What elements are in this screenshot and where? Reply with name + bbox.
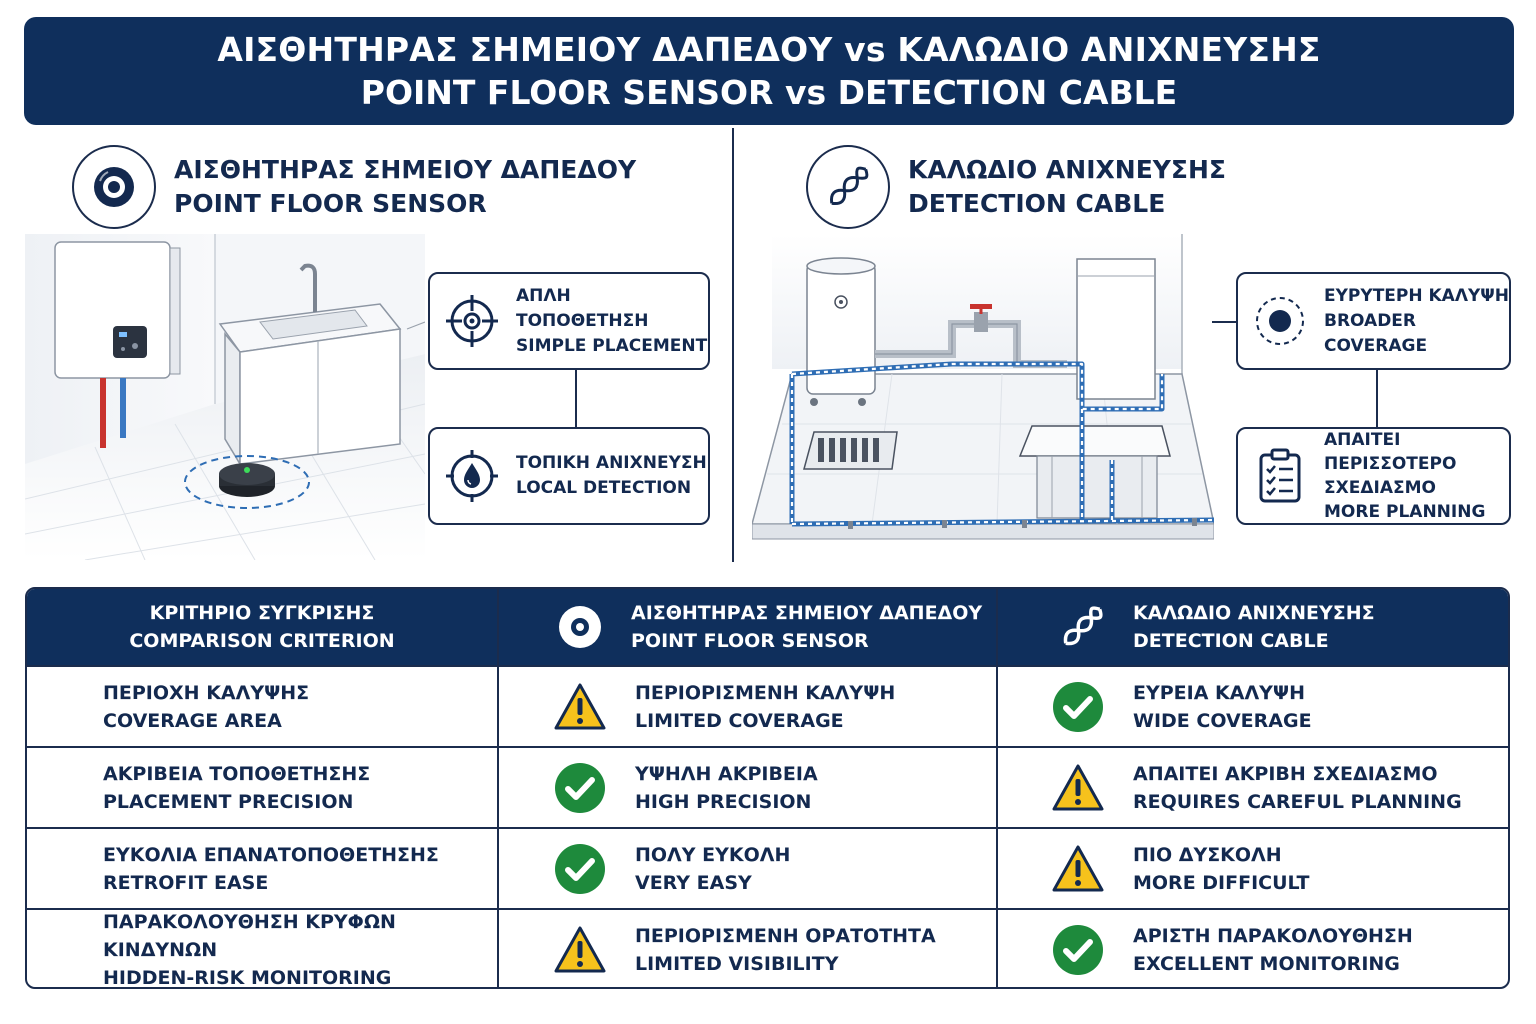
water-drop-target-icon bbox=[442, 446, 502, 506]
right-section-header: ΚΑΛΩΔΙΟ ΑΝΙΧΝΕΥΣΗΣ DETECTION CABLE bbox=[806, 145, 1226, 229]
callout-more-planning-en: MORE PLANNING bbox=[1324, 502, 1486, 522]
sensor-disc-icon bbox=[559, 606, 601, 648]
criterion-cell: ΠΑΡΑΚΟΛΟΥΘΗΣΗ ΚΡΥΦΩΝ ΚΙΝΔΥΝΩΝ HIDDEN-RIS… bbox=[103, 910, 493, 989]
clipboard-checklist-icon bbox=[1250, 446, 1310, 506]
cable-value-en: WIDE COVERAGE bbox=[1133, 709, 1312, 732]
sensor-value-en: VERY EASY bbox=[635, 871, 752, 894]
sensor-value-gr: ΠΕΡΙΟΡΙΣΜΕΝΗ ΟΡΑΤΟΤΗΤΑ bbox=[635, 924, 936, 947]
callout-simple-placement-en: SIMPLE PLACEMENT bbox=[516, 335, 708, 356]
callout-more-planning-gr2: ΣΧΕΔΙΑΣΜΟ bbox=[1324, 478, 1436, 498]
callout-local-detection-en: LOCAL DETECTION bbox=[516, 478, 692, 498]
table-row: ΠΕΡΙΟΧΗ ΚΑΛΥΨΗΣ COVERAGE AREA ΠΕΡΙΟΡΙΣΜΕ… bbox=[27, 665, 1508, 746]
header-cable: ΚΑΛΩΔΙΟ ΑΝΙΧΝΕΥΣΗΣ DETECTION CABLE bbox=[1057, 589, 1507, 665]
check-icon bbox=[1051, 923, 1105, 977]
callout-more-planning-gr: ΑΠΑΙΤΕΙ ΠΕΡΙΣΣΟΤΕΡΟ bbox=[1324, 430, 1457, 474]
warning-icon bbox=[1051, 761, 1105, 815]
warning-icon bbox=[553, 680, 607, 734]
banner-title-greek: ΑΙΣΘΗΤΗΡΑΣ ΣΗΜΕΙΟΥ ΔΑΠΕΔΟΥ vs ΚΑΛΩΔΙΟ ΑΝ… bbox=[217, 30, 1321, 69]
callout-simple-placement: ΑΠΛΗ ΤΟΠΟΘΕΤΗΣΗ SIMPLE PLACEMENT bbox=[428, 272, 710, 370]
sensor-value-gr: ΠΟΛΥ ΕΥΚΟΛΗ bbox=[635, 843, 791, 866]
left-section-header: ΑΙΣΘΗΤΗΡΑΣ ΣΗΜΕΙΟΥ ΔΑΠΕΔΟΥ POINT FLOOR S… bbox=[72, 145, 636, 229]
check-icon bbox=[553, 842, 607, 896]
cable-value-gr: ΑΠΑΙΤΕΙ ΑΚΡΙΒΗ ΣΧΕΔΙΑΣΜΟ bbox=[1133, 762, 1438, 785]
header-criterion-en: COMPARISON CRITERION bbox=[129, 630, 395, 652]
braided-cable-icon bbox=[806, 145, 890, 229]
cable-value-en: REQUIRES CAREFUL PLANNING bbox=[1133, 790, 1462, 813]
header-sensor-en: POINT FLOOR SENSOR bbox=[631, 630, 869, 652]
sensor-cell: ΥΨΗΛΗ ΑΚΡΙΒΕΙΑ HIGH PRECISION bbox=[553, 748, 993, 827]
banner-title-english: POINT FLOOR SENSOR vs DETECTION CABLE bbox=[360, 73, 1178, 112]
cable-value-gr: ΑΡΙΣΤΗ ΠΑΡΑΚΟΛΟΥΘΗΣΗ bbox=[1133, 924, 1413, 947]
comparison-table: ΚΡΙΤΗΡΙΟ ΣΥΓΚΡΙΣΗΣ COMPARISON CRITERION … bbox=[25, 587, 1510, 989]
check-icon bbox=[553, 761, 607, 815]
callout-connector-right-top bbox=[1212, 321, 1236, 323]
header-criterion-gr: ΚΡΙΤΗΡΙΟ ΣΥΓΚΡΙΣΗΣ bbox=[149, 602, 375, 624]
callout-broader-coverage-gr: ΕΥΡΥΤΕΡΗ ΚΑΛΥΨΗ bbox=[1324, 285, 1509, 306]
sensor-cell: ΠΕΡΙΟΡΙΣΜΕΝΗ ΚΑΛΥΨΗ LIMITED COVERAGE bbox=[553, 667, 993, 746]
column-divider-2 bbox=[996, 589, 998, 987]
cable-value-gr: ΕΥΡΕΙΑ ΚΑΛΥΨΗ bbox=[1133, 681, 1305, 704]
callout-broader-coverage: ΕΥΡΥΤΕΡΗ ΚΑΛΥΨΗ BROADER COVERAGE bbox=[1236, 272, 1511, 370]
sensor-cell: ΠΟΛΥ ΕΥΚΟΛΗ VERY EASY bbox=[553, 829, 993, 908]
table-header: ΚΡΙΤΗΡΙΟ ΣΥΓΚΡΙΣΗΣ COMPARISON CRITERION … bbox=[27, 589, 1508, 665]
criterion-gr: ΑΚΡΙΒΕΙΑ ΤΟΠΟΘΕΤΗΣΗΣ bbox=[103, 762, 371, 785]
header-sensor: ΑΙΣΘΗΤΗΡΑΣ ΣΗΜΕΙΟΥ ΔΑΠΕΔΟΥ POINT FLOOR S… bbox=[557, 589, 997, 665]
sensor-value-gr: ΥΨΗΛΗ ΑΚΡΙΒΕΙΑ bbox=[635, 762, 818, 785]
table-row: ΕΥΚΟΛΙΑ ΕΠΑΝΑΤΟΠΟΘΕΤΗΣΗΣ RETROFIT EASE Π… bbox=[27, 827, 1508, 908]
utility-room-cable-illustration bbox=[751, 234, 1215, 560]
cable-cell: ΑΠΑΙΤΕΙ ΑΚΡΙΒΗ ΣΧΕΔΙΑΣΜΟ REQUIRES CAREFU… bbox=[1051, 748, 1507, 827]
cable-value-en: EXCELLENT MONITORING bbox=[1133, 952, 1400, 975]
sensor-value-en: LIMITED VISIBILITY bbox=[635, 952, 839, 975]
column-divider-1 bbox=[497, 589, 499, 987]
sensor-value-gr: ΠΕΡΙΟΡΙΣΜΕΝΗ ΚΑΛΥΨΗ bbox=[635, 681, 896, 704]
criterion-cell: ΠΕΡΙΟΧΗ ΚΑΛΥΨΗΣ COVERAGE AREA bbox=[103, 667, 493, 746]
right-title-greek: ΚΑΛΩΔΙΟ ΑΝΙΧΝΕΥΣΗΣ bbox=[908, 155, 1226, 184]
sensor-cell: ΠΕΡΙΟΡΙΣΜΕΝΗ ΟΡΑΤΟΤΗΤΑ LIMITED VISIBILIT… bbox=[553, 910, 993, 987]
cable-cell: ΕΥΡΕΙΑ ΚΑΛΥΨΗ WIDE COVERAGE bbox=[1051, 667, 1507, 746]
header-cable-gr: ΚΑΛΩΔΙΟ ΑΝΙΧΝΕΥΣΗΣ bbox=[1133, 602, 1375, 624]
header-cable-en: DETECTION CABLE bbox=[1133, 630, 1329, 652]
title-banner: ΑΙΣΘΗΤΗΡΑΣ ΣΗΜΕΙΟΥ ΔΑΠΕΔΟΥ vs ΚΑΛΩΔΙΟ ΑΝ… bbox=[24, 17, 1514, 125]
criterion-gr: ΠΑΡΑΚΟΛΟΥΘΗΣΗ ΚΡΥΦΩΝ ΚΙΝΔΥΝΩΝ bbox=[103, 910, 396, 961]
callout-broader-coverage-en: BROADER COVERAGE bbox=[1324, 310, 1428, 356]
crosshair-icon bbox=[442, 291, 502, 351]
criterion-en: COVERAGE AREA bbox=[103, 709, 282, 732]
criterion-en: RETROFIT EASE bbox=[103, 871, 269, 894]
right-title-english: DETECTION CABLE bbox=[908, 189, 1166, 218]
criterion-gr: ΠΕΡΙΟΧΗ ΚΑΛΥΨΗΣ bbox=[103, 681, 310, 704]
cable-cell: ΑΡΙΣΤΗ ΠΑΡΑΚΟΛΟΥΘΗΣΗ EXCELLENT MONITORIN… bbox=[1051, 910, 1507, 987]
criterion-en: HIDDEN-RISK MONITORING bbox=[103, 966, 392, 989]
callout-simple-placement-gr: ΑΠΛΗ ΤΟΠΟΘΕΤΗΣΗ bbox=[516, 285, 649, 331]
left-title-greek: ΑΙΣΘΗΤΗΡΑΣ ΣΗΜΕΙΟΥ ΔΑΠΕΔΟΥ bbox=[174, 155, 637, 184]
callout-more-planning: ΑΠΑΙΤΕΙ ΠΕΡΙΣΣΟΤΕΡΟ ΣΧΕΔΙΑΣΜΟ MORE PLANN… bbox=[1236, 427, 1511, 525]
callout-local-detection: ΤΟΠΙΚΗ ΑΝΙΧΝΕΥΣΗ LOCAL DETECTION bbox=[428, 427, 710, 525]
section-divider bbox=[732, 128, 734, 562]
header-criterion: ΚΡΙΤΗΡΙΟ ΣΥΓΚΡΙΣΗΣ COMPARISON CRITERION bbox=[27, 589, 497, 665]
cable-value-gr: ΠΙΟ ΔΥΣΚΟΛΗ bbox=[1133, 843, 1282, 866]
cable-cell: ΠΙΟ ΔΥΣΚΟΛΗ MORE DIFFICULT bbox=[1051, 829, 1507, 908]
bathroom-sensor-illustration bbox=[24, 234, 426, 561]
callout-connector-left bbox=[575, 370, 577, 427]
criterion-cell: ΕΥΚΟΛΙΑ ΕΠΑΝΑΤΟΠΟΘΕΤΗΣΗΣ RETROFIT EASE bbox=[103, 829, 493, 908]
cable-value-en: MORE DIFFICULT bbox=[1133, 871, 1310, 894]
header-sensor-gr: ΑΙΣΘΗΤΗΡΑΣ ΣΗΜΕΙΟΥ ΔΑΠΕΔΟΥ bbox=[631, 602, 983, 624]
sensor-value-en: LIMITED COVERAGE bbox=[635, 709, 844, 732]
criterion-cell: ΑΚΡΙΒΕΙΑ ΤΟΠΟΘΕΤΗΣΗΣ PLACEMENT PRECISION bbox=[103, 748, 493, 827]
sensor-disc-icon bbox=[72, 145, 156, 229]
warning-icon bbox=[553, 923, 607, 977]
coverage-dot-icon bbox=[1250, 291, 1310, 351]
warning-icon bbox=[1051, 842, 1105, 896]
criterion-en: PLACEMENT PRECISION bbox=[103, 790, 354, 813]
criterion-gr: ΕΥΚΟΛΙΑ ΕΠΑΝΑΤΟΠΟΘΕΤΗΣΗΣ bbox=[103, 843, 439, 866]
callout-local-detection-gr: ΤΟΠΙΚΗ ΑΝΙΧΝΕΥΣΗ bbox=[516, 453, 707, 473]
sensor-value-en: HIGH PRECISION bbox=[635, 790, 812, 813]
braided-cable-icon bbox=[1063, 606, 1103, 646]
check-icon bbox=[1051, 680, 1105, 734]
left-title-english: POINT FLOOR SENSOR bbox=[174, 189, 487, 218]
table-row: ΠΑΡΑΚΟΛΟΥΘΗΣΗ ΚΡΥΦΩΝ ΚΙΝΔΥΝΩΝ HIDDEN-RIS… bbox=[27, 908, 1508, 989]
callout-connector-right bbox=[1376, 370, 1378, 427]
table-row: ΑΚΡΙΒΕΙΑ ΤΟΠΟΘΕΤΗΣΗΣ PLACEMENT PRECISION… bbox=[27, 746, 1508, 827]
